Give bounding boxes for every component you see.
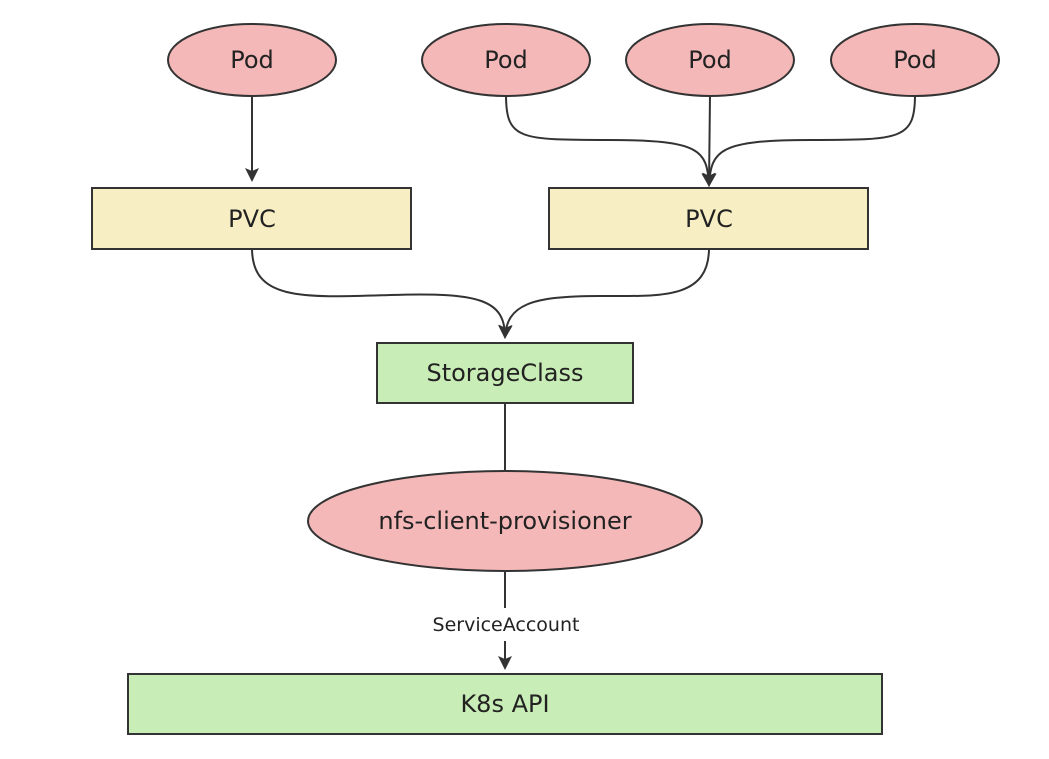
pvc-node-left[interactable]: PVC — [91, 187, 412, 250]
pod-node-2[interactable]: Pod — [421, 23, 591, 97]
edge-pvc-right-to-storageclass — [498, 247, 710, 339]
edge-pod3-to-pvc-right — [702, 94, 717, 187]
pod-node-1[interactable]: Pod — [167, 23, 337, 97]
storageclass-node[interactable]: StorageClass — [376, 342, 634, 404]
pod-node-3[interactable]: Pod — [625, 23, 795, 97]
service-account-label: ServiceAccount — [433, 614, 580, 636]
pvc-node-right[interactable]: PVC — [548, 187, 869, 250]
pvc-label: PVC — [685, 205, 733, 233]
pod-label: Pod — [484, 46, 528, 74]
edge-pod2-to-pvc-right — [505, 94, 716, 187]
k8s-api-label: K8s API — [460, 690, 549, 718]
k8s-api-node[interactable]: K8s API — [127, 673, 883, 735]
pvc-label: PVC — [228, 205, 276, 233]
pod-node-4[interactable]: Pod — [830, 23, 1000, 97]
provisioner-label: nfs-client-provisioner — [378, 507, 631, 535]
pod-label: Pod — [230, 46, 274, 74]
pod-label: Pod — [688, 46, 732, 74]
pod-label: Pod — [893, 46, 937, 74]
edge-pvc-left-to-storageclass — [251, 247, 512, 339]
provisioner-node[interactable]: nfs-client-provisioner — [307, 470, 703, 572]
storageclass-label: StorageClass — [426, 359, 583, 387]
edge-pod4-to-pvc-right — [702, 94, 916, 187]
edge-label-background — [425, 610, 585, 640]
